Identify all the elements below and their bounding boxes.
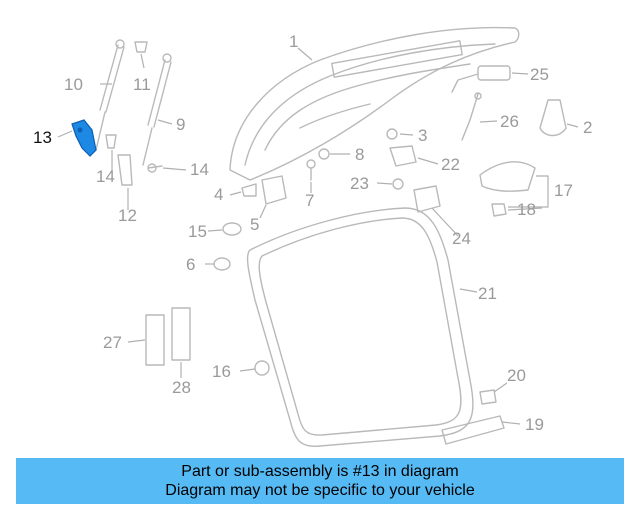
- bracket-22: [389, 145, 417, 167]
- clip-4: [241, 183, 257, 197]
- plug-15: [222, 222, 242, 236]
- callout-14b: 14: [190, 160, 209, 179]
- gas-strut-10: [95, 39, 125, 151]
- callout-17: 17: [554, 181, 573, 200]
- callout-12: 12: [118, 206, 137, 225]
- callout-8: 8: [355, 145, 364, 164]
- panel-27: [145, 314, 165, 366]
- callout-14a: 14: [96, 167, 115, 186]
- callout-11: 11: [133, 75, 151, 94]
- leader-lines: [57, 47, 579, 425]
- bracket-13-highlighted: [71, 119, 97, 157]
- callout-21: 21: [478, 284, 497, 303]
- callout-27: 27: [103, 333, 122, 352]
- callout-6: 6: [186, 255, 195, 274]
- callout-28: 28: [172, 378, 191, 397]
- latch-25: [451, 65, 511, 93]
- callout-16: 16: [212, 362, 231, 381]
- bumper-2: [539, 99, 567, 137]
- striker-24: [413, 185, 441, 213]
- bolt-14b: [147, 163, 163, 173]
- hinge-19: [441, 415, 505, 445]
- stud-3: [386, 128, 398, 140]
- grommet-8: [318, 148, 330, 160]
- bolt-14a: [105, 134, 117, 149]
- clip-11: [134, 41, 148, 53]
- callout-labels: 1 2 3 4 5 6 7 8 9 10 11 12 13 14 14 15 1…: [33, 32, 592, 434]
- liftgate-part: [229, 26, 520, 181]
- bracket-5: [261, 175, 287, 205]
- weatherstrip-21: [246, 207, 474, 447]
- panel-28: [171, 307, 191, 361]
- callout-9: 9: [176, 115, 185, 134]
- callout-15: 15: [188, 222, 207, 241]
- callout-2: 2: [583, 118, 592, 137]
- banner-line-part: Part or sub-assembly is #13 in diagram: [181, 463, 459, 480]
- nut-23: [392, 178, 404, 190]
- nut-18: [491, 203, 507, 217]
- nut-20: [479, 389, 497, 405]
- callout-5: 5: [250, 215, 259, 234]
- callout-20: 20: [507, 366, 526, 385]
- cable-26: [461, 92, 482, 141]
- callout-19: 19: [525, 415, 544, 434]
- info-banner: Part or sub-assembly is #13 in diagram D…: [16, 458, 624, 504]
- callout-25: 25: [530, 65, 549, 84]
- callout-23: 23: [350, 174, 369, 193]
- callout-24: 24: [452, 229, 471, 248]
- callout-3: 3: [418, 126, 427, 145]
- plug-16: [254, 360, 270, 376]
- screw-7: [306, 159, 316, 181]
- callout-1: 1: [289, 32, 298, 51]
- callout-13-highlighted: 13: [33, 128, 52, 147]
- banner-line-disclaimer: Diagram may not be specific to your vehi…: [165, 482, 475, 499]
- handle-17: [479, 161, 536, 192]
- callout-10: 10: [64, 75, 83, 94]
- hinge-12: [117, 154, 133, 186]
- bumper-6: [213, 257, 231, 271]
- callout-22: 22: [441, 155, 460, 174]
- callout-18: 18: [517, 200, 536, 219]
- callout-4: 4: [214, 185, 223, 204]
- gas-strut-9: [142, 53, 172, 166]
- callout-26: 26: [500, 112, 519, 131]
- callout-7: 7: [305, 191, 314, 210]
